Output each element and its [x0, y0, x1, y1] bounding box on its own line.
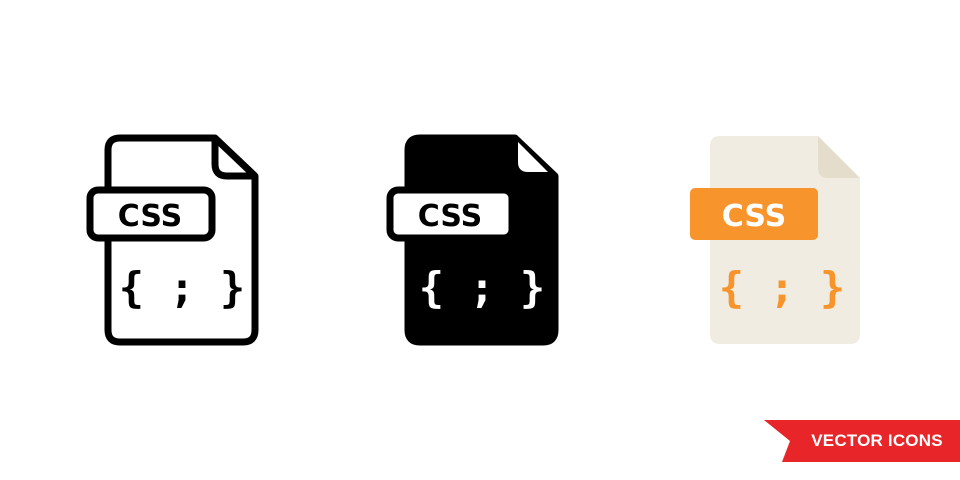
label-text: CSS [418, 199, 482, 234]
label-tag [690, 188, 818, 240]
code-braces: { ; } [719, 263, 845, 312]
vector-icons-banner: VECTOR ICONS [764, 420, 960, 462]
label-text: CSS [722, 199, 786, 234]
label-tag [386, 186, 516, 242]
file-fold [818, 136, 860, 178]
label-text: CSS [118, 199, 182, 234]
css-file-icon-outline: CSS { ; } [86, 130, 259, 350]
code-braces: { ; } [419, 263, 545, 312]
banner-text: VECTOR ICONS [811, 431, 943, 450]
css-file-icon-color: CSS { ; } [690, 130, 860, 350]
label-tag [86, 186, 216, 242]
file-fold [211, 138, 255, 180]
file-fold [518, 142, 548, 172]
css-file-icon-glyph: CSS { ; } [386, 130, 559, 350]
code-braces: { ; } [119, 263, 245, 312]
